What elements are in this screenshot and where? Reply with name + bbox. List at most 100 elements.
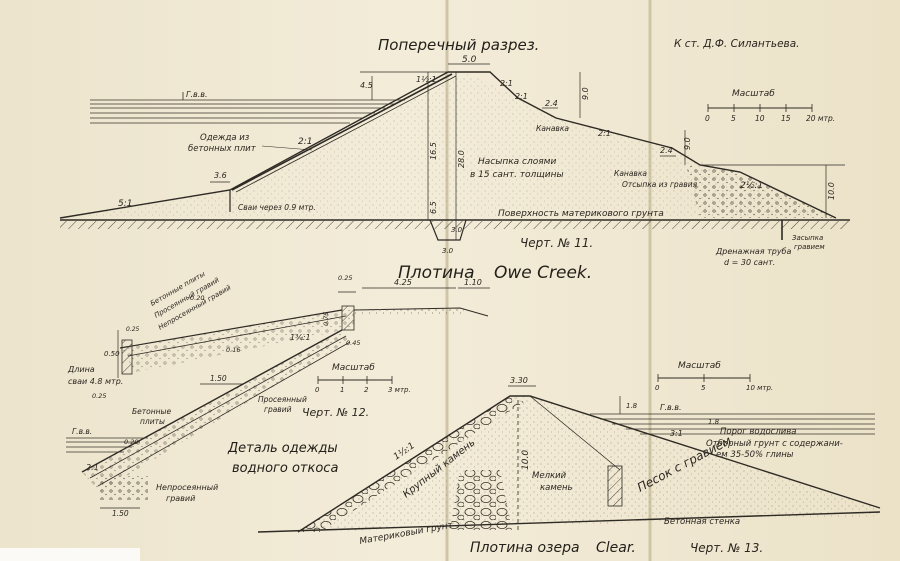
dam1-title-en: Owe Creek. <box>494 263 592 283</box>
drain-note: Дренажная труба <box>715 247 791 256</box>
slope-label: 2:1 <box>598 129 611 138</box>
dim-1-8: 1.8 <box>708 418 720 426</box>
crest-width: 3.30 <box>510 376 528 385</box>
concrete-facing <box>231 73 453 191</box>
small-stone <box>450 470 512 530</box>
pile-length: сваи 4.8 мтр. <box>68 377 123 386</box>
rockfill-face <box>298 396 524 532</box>
sifted-label: гравий <box>264 405 292 414</box>
fig11-title: Поперечный разрез. <box>378 36 539 54</box>
dam1-title-ru: Плотина <box>398 263 475 283</box>
detail-title: водного откоса <box>232 461 338 476</box>
slope-label: 1¾:1 <box>290 333 311 342</box>
svg-text:0: 0 <box>705 114 710 123</box>
facing-label: бетонных плит <box>188 144 257 154</box>
sifted-label: Просеянный <box>258 395 307 404</box>
berm-width: 2.4 <box>545 99 558 108</box>
slope-label: 1½:1 <box>416 75 437 84</box>
dam-fill <box>298 396 880 532</box>
ground-hatch <box>60 221 850 229</box>
dim-9: 9.0 <box>581 87 590 100</box>
toe-gravel <box>100 476 148 500</box>
dam2-title-en: Clear. <box>596 540 636 556</box>
fig13-scale-bar: Масштаб 0 5 10 мтр. <box>655 361 773 392</box>
dim-0-50: 0.50 <box>104 350 120 358</box>
fig12-dimensions <box>100 287 490 509</box>
fig13-number: Черт. № 13. <box>690 541 763 555</box>
dim-1-8: 1.8 <box>626 402 638 410</box>
crest-road-fill <box>354 308 464 314</box>
slope-label: 5:1 <box>118 199 132 209</box>
svg-text:20 мтр.: 20 мтр. <box>806 114 835 123</box>
fig13-gvv: Г.в.в. <box>660 403 682 412</box>
dim-0-16: 0.16 <box>226 346 240 354</box>
ditch-label: Канавка <box>614 169 647 178</box>
svg-text:0: 0 <box>315 386 320 394</box>
dim-10: 10.0 <box>827 182 836 200</box>
dim-0-20: 0.20 <box>124 438 138 446</box>
svg-text:10: 10 <box>755 114 765 123</box>
svg-text:2: 2 <box>364 386 369 394</box>
svg-text:15: 15 <box>781 114 791 123</box>
svg-text:5: 5 <box>701 384 706 392</box>
dam2-title-ru: Плотина озера <box>470 540 580 556</box>
water-surface <box>90 99 405 124</box>
dim-0-20: 0.20 <box>190 294 204 302</box>
dam-profile <box>297 395 881 533</box>
slope-label: 3:1 <box>670 429 683 438</box>
dim-3: 3.0 <box>442 247 454 255</box>
selected-fill: ем 35-50% глины <box>716 450 794 460</box>
detail-title: Деталь одежды <box>227 441 338 456</box>
dim-3-6: 3.6 <box>214 171 227 180</box>
fig12-gvv: Г.в.в. <box>72 427 92 436</box>
dim-10: 10.0 <box>521 450 531 470</box>
gravel-toe <box>686 165 836 218</box>
author-credit: К ст. Д.Ф. Силантьева. <box>674 38 800 50</box>
backfill-note: Засыпка <box>792 234 823 242</box>
svg-text:1: 1 <box>340 386 344 394</box>
cutoff-trench <box>429 219 467 241</box>
figure-11-cross-section: Поперечный разрез. К ст. Д.Ф. Силантьева… <box>59 36 850 267</box>
slope-label: 2:1 <box>86 463 99 472</box>
left-height: 4.5 <box>360 81 373 90</box>
page-corner <box>0 548 140 561</box>
dim-0-75: 0.75 <box>322 312 330 326</box>
dam-fill <box>60 72 836 218</box>
svg-text:5: 5 <box>731 114 736 123</box>
backfill-note: гравием <box>794 243 825 251</box>
svg-text:3 мтр.: 3 мтр. <box>388 386 411 394</box>
ditch-label: Канавка <box>536 124 569 133</box>
dim-1-50: 1.50 <box>112 509 129 518</box>
figure-12-slope-detail: Бетонные плиты Просеянный гравий Непросе… <box>66 270 490 518</box>
svg-text:Масштаб: Масштаб <box>732 89 775 99</box>
dam-profile <box>59 71 837 219</box>
piles-note: Сваи через 0.9 мтр. <box>238 203 316 212</box>
water-13 <box>590 413 875 435</box>
selected-fill: Отборный грунт с содержани- <box>706 439 843 449</box>
slope-label: 2½:1 <box>740 181 763 191</box>
dim-1-50: 1.50 <box>210 374 227 383</box>
spillway-label: Порог водослива <box>720 427 797 437</box>
svg-text:0: 0 <box>655 384 660 392</box>
berm-width: 2.4 <box>660 146 673 155</box>
fig11-number: Черт. № 11. <box>520 236 593 250</box>
dim-0-45: 0.45 <box>346 339 360 347</box>
slope-label: 2:1 <box>298 137 312 147</box>
svg-text:Масштаб: Масштаб <box>332 363 375 373</box>
fig12-scale-bar: Масштаб 0 1 2 3 мтр. <box>315 363 411 394</box>
small-stone-label: камень <box>540 483 573 493</box>
crest-width: 5.0 <box>462 55 477 65</box>
wall-label: Бетонная стенка <box>664 517 740 527</box>
fig11-dimensions <box>210 63 845 240</box>
slope-label: 2:1 <box>515 92 528 101</box>
dim-0-25: 0.25 <box>338 274 352 282</box>
figure-13-clear-lake-dam: 3.30 1.8 1.8 Г.в.в. Порог водослива Отбо… <box>257 361 881 547</box>
fig12-number: Черт. № 12. <box>302 406 369 419</box>
dim-4-25: 4.25 <box>394 278 412 287</box>
fig11-gvv: Г.в.в. <box>186 90 208 99</box>
dim-16-5: 16.5 <box>429 142 438 160</box>
dim-1-10: 1.10 <box>464 278 482 287</box>
fill-note: Насыпка слоями <box>478 157 556 167</box>
dim-0-25: 0.25 <box>92 392 106 400</box>
